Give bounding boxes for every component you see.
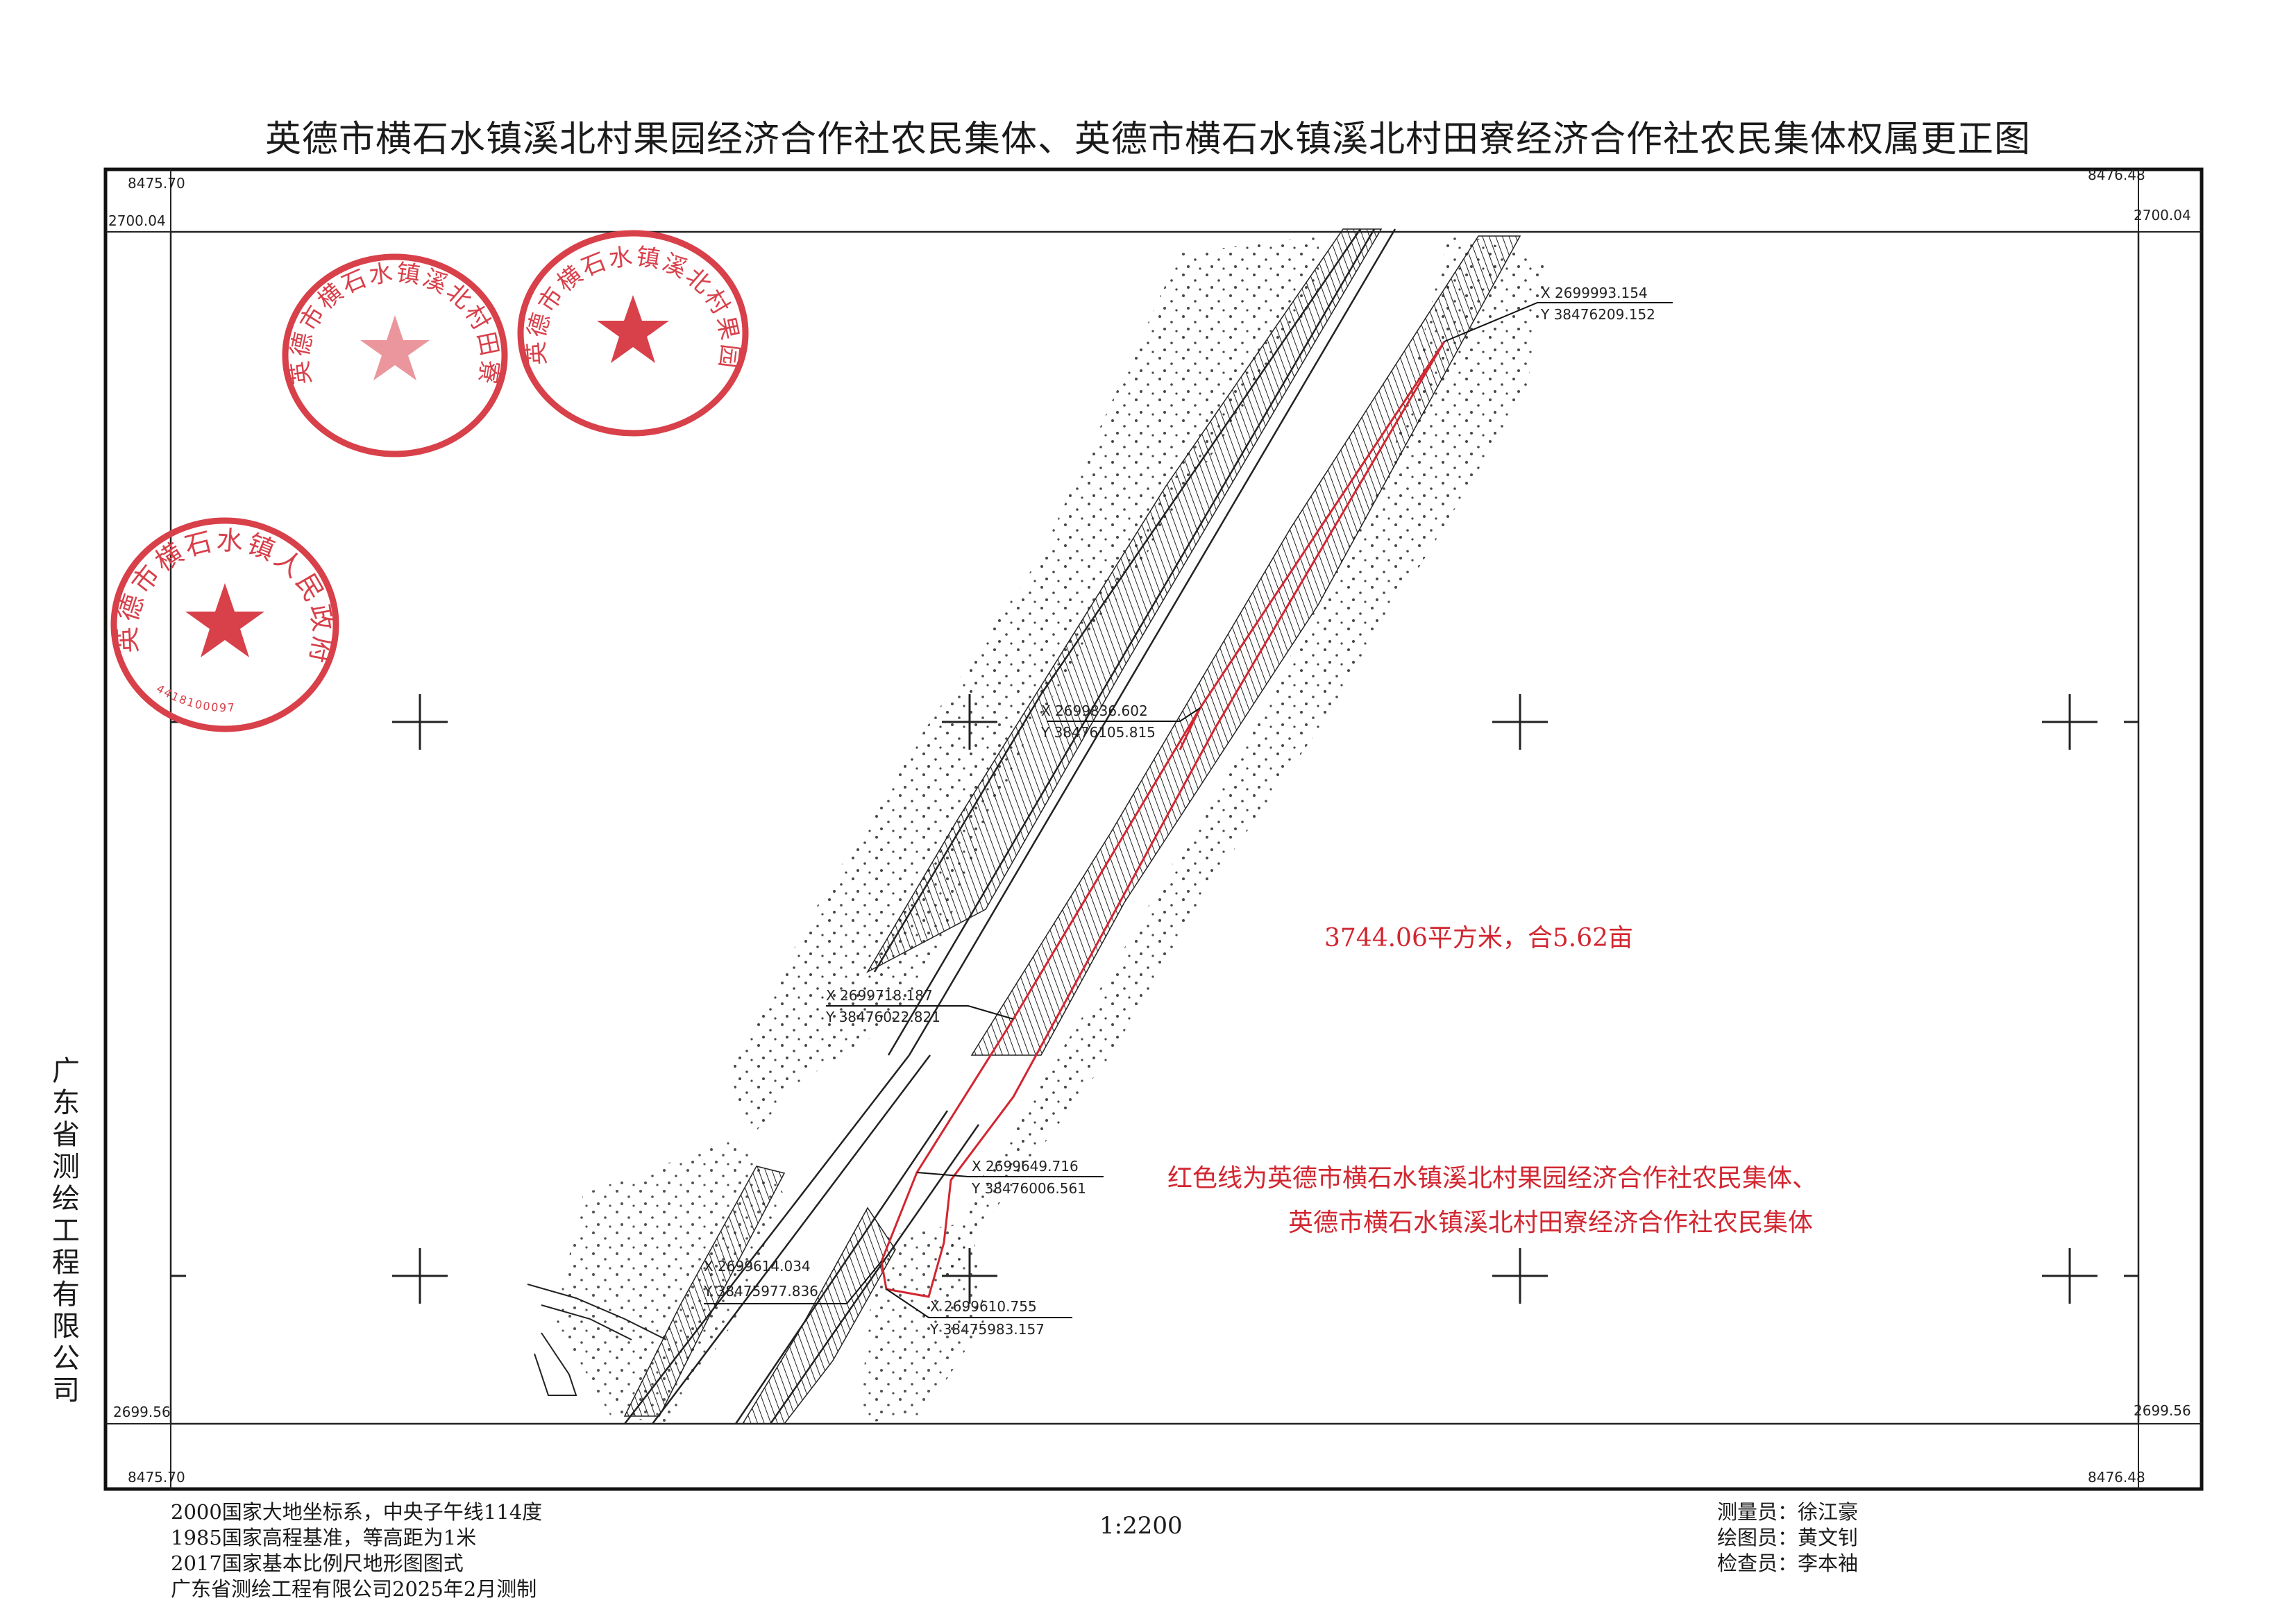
frame-label-left-top: 2700.04 <box>108 212 166 229</box>
surveyor-label: 测量员：徐江豪 <box>1717 1500 1859 1524</box>
footer-note-4: 广东省测绘工程有限公司2025年2月测制 <box>171 1577 537 1601</box>
frame-label-top-right: 8476.48 <box>2088 167 2145 183</box>
footer-note-2: 1985国家高程基准，等高距为1米 <box>171 1526 477 1549</box>
svg-text:英德市横石水镇溪北村果园经济合作社: 英德市横石水镇溪北村果园经济合作社 <box>515 229 744 371</box>
outer-frame <box>103 167 2204 1491</box>
frame-label-right-bottom: 2699.56 <box>2134 1402 2191 1419</box>
legend-line-2: 英德市横石水镇溪北村田寮经济合作社农民集体 <box>1288 1209 1814 1237</box>
point-2-x: X 2699836.602 <box>1041 703 1148 719</box>
staff-list: 测量员：徐江豪 绘图员：黄文钊 检查员：李本袖 <box>1717 1499 1858 1576</box>
drafter-label: 绘图员：黄文钊 <box>1717 1526 1859 1549</box>
area-text: 3744.06平方米，合5.62亩 <box>1324 924 1634 952</box>
svg-text:4418100097: 4418100097 <box>154 682 236 714</box>
point-4-x: X 2699649.716 <box>972 1158 1079 1175</box>
frame-label-top-left: 8475.70 <box>128 175 185 192</box>
inner-frame <box>169 230 2140 1425</box>
footer-note-3: 2017国家基本比例尺地形图图式 <box>171 1551 464 1575</box>
point-5-y: Y 38475977.836 <box>704 1283 818 1300</box>
point-4-y: Y 38476006.561 <box>972 1180 1086 1197</box>
seal-tianliao-text: 英德市横石水镇溪北村田寮经济合作社 <box>280 251 502 388</box>
seal-government-serial: 4418100097 <box>154 682 235 714</box>
seal-government: 英德市横石水镇人民政府 4418100097 <box>110 517 339 732</box>
point-2-y: Y 38476105.815 <box>1041 724 1156 741</box>
footer-note-1: 2000国家大地坐标系，中央子午线114度 <box>171 1500 543 1524</box>
checker-label: 检查员：李本袖 <box>1717 1551 1859 1575</box>
point-3-x: X 2699718.187 <box>826 987 933 1004</box>
map-title: 英德市横石水镇溪北村果园经济合作社农民集体、英德市横石水镇溪北村田寮经济合作社农… <box>264 119 2031 160</box>
point-6-x: X 2699610.755 <box>930 1298 1037 1315</box>
scale-label: 1:2200 <box>1099 1512 1183 1540</box>
point-5-x: X 2699614.034 <box>704 1258 811 1275</box>
frame-ticks <box>105 169 2202 1489</box>
frame-label-bottom-right: 8476.48 <box>2088 1469 2145 1486</box>
legend-line-1: 红色线为英德市横石水镇溪北村果园经济合作社农民集体、 <box>1167 1164 1818 1193</box>
seal-guoyuan-text: 英德市横石水镇溪北村果园经济合作社 <box>515 229 742 371</box>
footer-notes: 2000国家大地坐标系，中央子午线114度 1985国家高程基准，等高距为1米 … <box>171 1499 542 1602</box>
point-1-y: Y 38476209.152 <box>1541 306 1655 323</box>
seal-tianliao: 英德市横石水镇溪北村田寮经济合作社 <box>280 251 508 457</box>
ownership-boundary <box>880 341 1446 1298</box>
point-3-y: Y 38476022.821 <box>826 1009 940 1025</box>
frame-label-bottom-left: 8475.70 <box>128 1469 185 1486</box>
point-1-x: X 2699993.154 <box>1541 285 1648 301</box>
company-vertical: 广东省测绘工程有限公司 <box>52 1055 80 1406</box>
svg-text:英德市横石水镇溪北村田寮经济合作社: 英德市横石水镇溪北村田寮经济合作社 <box>280 251 504 388</box>
hatched-embankments <box>623 228 1521 1424</box>
frame-label-right-top: 2700.04 <box>2134 207 2191 224</box>
frame-label-left-bottom: 2699.56 <box>113 1404 171 1420</box>
point-6-y: Y 38475983.157 <box>930 1321 1045 1338</box>
leader-lines <box>704 302 1673 1318</box>
seal-guoyuan: 英德市横石水镇溪北村果园经济合作社 <box>515 229 749 437</box>
terrain-dotted-area <box>555 229 1548 1423</box>
side-road <box>527 1284 667 1396</box>
